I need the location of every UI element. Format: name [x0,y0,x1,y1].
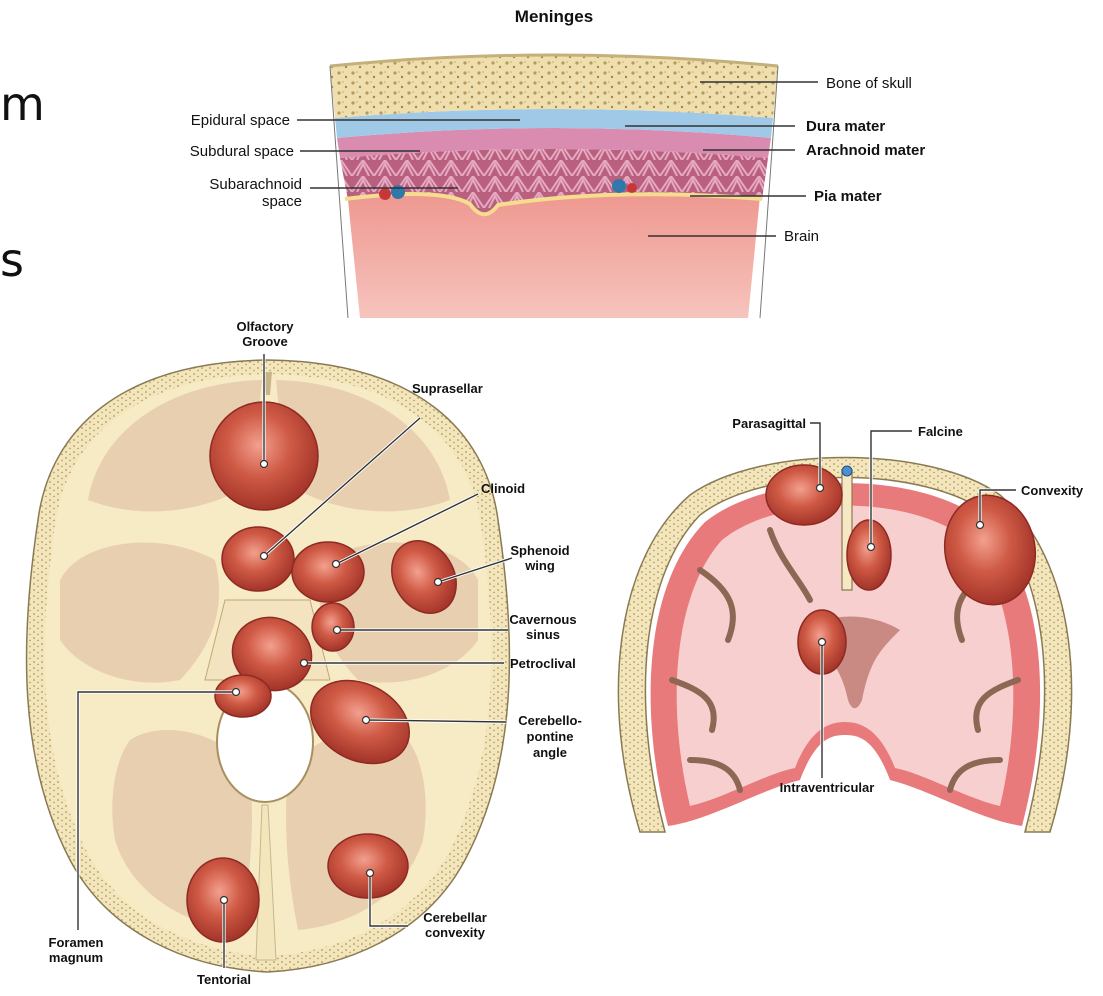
slide-text-fragment: m [0,77,45,131]
tumor-cerebellar-convexity [328,834,408,898]
label-clinoid: Clinoid [481,481,525,496]
label-olfactory-groove: Olfactory [236,319,294,334]
label-foramen-magnum: Foramen [49,935,104,950]
label-falcine: Falcine [918,424,963,439]
vessel-blue [391,185,405,199]
label-pia-mater: Pia mater [814,188,882,205]
coronal-diagram: Parasagittal Falcine Convexity Intravent… [618,416,1083,832]
tumor-cavernous-sinus [312,603,354,651]
tumor-suprasellar [222,527,294,591]
label-convexity: Convexity [1021,483,1084,498]
meninges-title: Meninges [515,7,593,26]
vessel-red [379,188,391,200]
label-cavernous-sinus: sinus [526,627,560,642]
label-foramen-magnum: magnum [49,950,103,965]
label-sphenoid-wing: wing [524,558,555,573]
superior-sagittal-sinus [842,466,852,476]
label-cavernous-sinus: Cavernous [509,612,576,627]
vessel-red [627,183,637,193]
label-bone-of-skull: Bone of skull [826,75,912,92]
label-cerebellar-convexity: Cerebellar [423,910,487,925]
label-subdural-space: Subdural space [190,143,294,160]
label-intraventricular: Intraventricular [780,780,875,795]
tumor-falcine [847,520,891,590]
label-cerebellopontine-angle: pontine [527,729,574,744]
label-petroclival: Petroclival [510,656,576,671]
tumor-parasagittal [766,465,842,525]
middle-fossa-left [60,543,219,683]
label-cerebellar-convexity: convexity [425,925,486,940]
label-arachnoid-mater: Arachnoid mater [806,142,925,159]
label-olfactory-groove: Groove [242,334,288,349]
skull-bone-layer [330,55,778,118]
slide-text-fragment: s [0,233,24,287]
label-parasagittal: Parasagittal [732,416,806,431]
label-sphenoid-wing: Sphenoid [510,543,569,558]
label-subarachnoid-space: space [262,193,302,210]
label-epidural-space: Epidural space [191,112,290,129]
skull-base-diagram: Olfactory Groove Suprasellar Clinoid Sph… [26,319,581,987]
brain-layer [348,194,760,318]
meninges-diagram: Meninges [190,7,926,318]
label-cerebellopontine-angle: Cerebello- [518,713,582,728]
meninges-block [330,55,778,318]
tumor-foramen-magnum [215,675,271,717]
tumor-clinoid [292,542,364,602]
label-subarachnoid-space: Subarachnoid [209,176,302,193]
label-brain: Brain [784,228,819,245]
label-dura-mater: Dura mater [806,118,885,135]
vessel-blue [612,179,626,193]
label-suprasellar: Suprasellar [412,381,483,396]
label-tentorial: Tentorial [197,972,251,987]
label-cerebellopontine-angle: angle [533,745,567,760]
